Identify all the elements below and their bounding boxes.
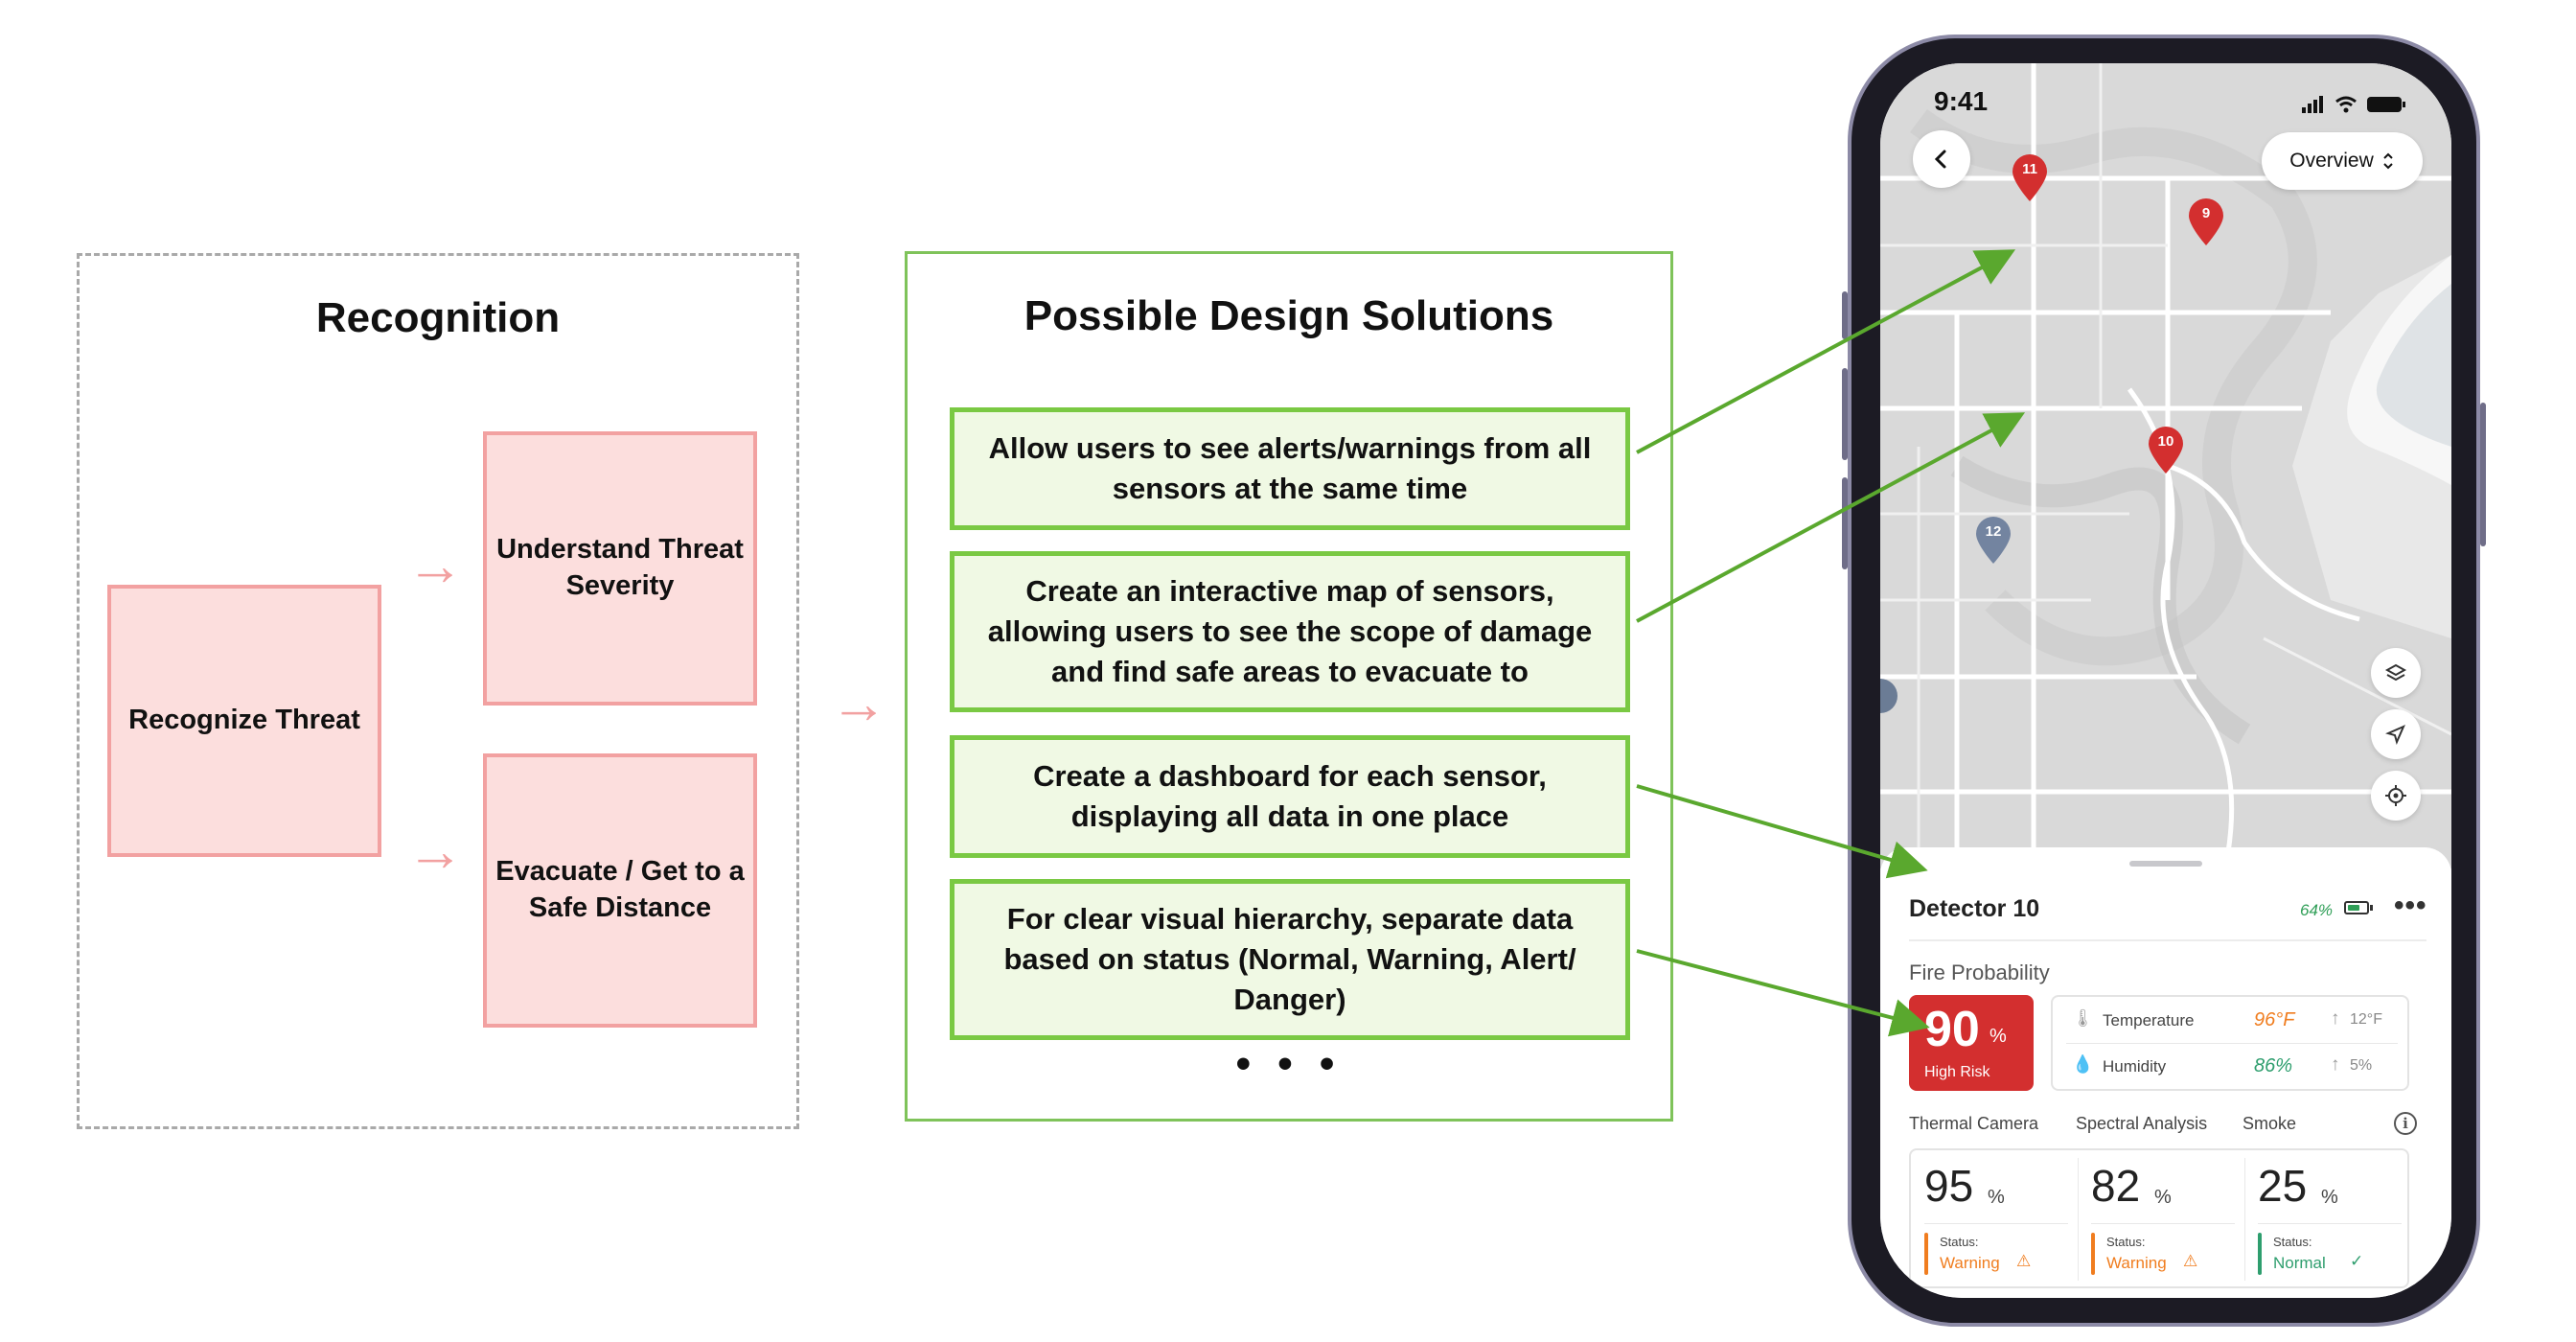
divider bbox=[2091, 1223, 2235, 1224]
solution-item: Create an interactive map of sensors, al… bbox=[950, 551, 1630, 712]
battery-icon bbox=[2344, 901, 2369, 914]
solution-item: Allow users to see alerts/warnings from … bbox=[950, 407, 1630, 530]
thermometer-icon: 🌡 bbox=[2072, 1008, 2094, 1028]
humidity-row: 💧 Humidity 86% ↑ 5% bbox=[2053, 1043, 2407, 1089]
environment-card: 🌡 Temperature 96°F ↑ 12°F 💧 Humidity 86%… bbox=[2051, 995, 2409, 1091]
navigation-arrow-icon bbox=[2385, 725, 2405, 745]
detector-sheet: Detector 10 64% ••• Fire Probability 90 … bbox=[1880, 847, 2451, 1298]
divider bbox=[2078, 1158, 2079, 1281]
status-bar bbox=[1924, 1233, 1928, 1275]
fire-probability-value: 90 bbox=[1924, 1002, 1980, 1057]
navigate-button[interactable] bbox=[2371, 709, 2421, 759]
status-value: Warning bbox=[2106, 1254, 2167, 1272]
recognition-panel: Recognition bbox=[77, 253, 799, 1129]
metric-unit: % bbox=[1988, 1187, 2005, 1208]
status-label: Status: bbox=[1940, 1235, 1979, 1249]
fire-probability-unit: % bbox=[1990, 1026, 2007, 1047]
arrow-up-icon: ↑ bbox=[2331, 1008, 2340, 1029]
arrow-right-icon: → bbox=[406, 533, 464, 597]
status-value: Normal bbox=[2273, 1254, 2326, 1272]
sensor-pin-10[interactable]: 10 bbox=[2147, 426, 2185, 475]
recognition-title: Recognition bbox=[315, 294, 561, 341]
back-button[interactable] bbox=[1913, 130, 1970, 188]
battery-tip bbox=[2370, 905, 2373, 911]
metric-unit: % bbox=[2154, 1187, 2172, 1208]
layers-button[interactable] bbox=[2371, 648, 2421, 698]
metric-header-thermal: Thermal Camera bbox=[1909, 1114, 2039, 1133]
temperature-label: Temperature bbox=[2103, 1011, 2195, 1030]
metric-header-smoke: Smoke bbox=[2242, 1114, 2297, 1133]
status-icons bbox=[2302, 96, 2405, 113]
status-label: Status: bbox=[2106, 1235, 2146, 1249]
status-time: 9:41 bbox=[1934, 86, 1989, 116]
detector-title: Detector 10 bbox=[1909, 895, 2040, 922]
solution-item: Create a dashboard for each sensor, disp… bbox=[950, 735, 1630, 858]
map-pin-icon bbox=[2189, 198, 2223, 245]
droplet-icon: 💧 bbox=[2072, 1054, 2094, 1074]
temperature-value: 96°F bbox=[2254, 1009, 2295, 1030]
chevron-left-icon bbox=[1934, 150, 1946, 169]
crosshair-icon bbox=[2385, 785, 2406, 806]
solutions-panel: Possible Design Solutions Allow users to… bbox=[905, 251, 1673, 1122]
status-bar bbox=[2258, 1233, 2262, 1275]
overview-label: Overview bbox=[2289, 150, 2374, 172]
map-pin-icon bbox=[2149, 427, 2183, 474]
arrow-right-icon: → bbox=[830, 671, 887, 735]
more-options-icon[interactable]: ••• bbox=[2394, 890, 2427, 921]
check-icon: ✓ bbox=[2350, 1252, 2364, 1270]
info-icon[interactable]: i bbox=[2394, 1112, 2417, 1135]
chevron-updown-icon bbox=[2383, 152, 2393, 170]
sensor-pin-9[interactable]: 9 bbox=[2187, 197, 2225, 247]
sheet-handle[interactable] bbox=[2129, 861, 2202, 867]
risk-level: High Risk bbox=[1924, 1064, 1990, 1080]
understand-threat-box: Understand Threat Severity bbox=[483, 431, 757, 706]
map-pin-icon bbox=[2012, 154, 2047, 201]
metric-thermal: 95 % Status: Warning ⚠ bbox=[1911, 1150, 2078, 1286]
warning-icon: ⚠ bbox=[2016, 1252, 2032, 1270]
ellipsis: • • • bbox=[1235, 1040, 1343, 1087]
solutions-title: Possible Design Solutions bbox=[1024, 292, 1554, 339]
status-label: Status: bbox=[2273, 1235, 2312, 1249]
metric-value: 95 bbox=[1924, 1161, 1974, 1211]
mute-switch bbox=[1842, 291, 1848, 339]
status-value: Warning bbox=[1940, 1254, 2000, 1272]
metric-header-spectral: Spectral Analysis bbox=[2076, 1114, 2208, 1133]
battery-percent: 64% bbox=[2300, 901, 2334, 919]
volume-up-button bbox=[1842, 368, 1848, 460]
divider bbox=[1909, 939, 2426, 941]
overview-dropdown[interactable]: Overview bbox=[2262, 132, 2423, 190]
locate-button[interactable] bbox=[2371, 771, 2421, 821]
layers-icon bbox=[2384, 663, 2407, 682]
fire-probability-label: Fire Probability bbox=[1909, 960, 2050, 984]
metric-smoke: 25 % Status: Normal ✓ bbox=[2244, 1150, 2411, 1286]
power-button bbox=[2480, 403, 2486, 546]
phone-screen: 9:41 Overview 11 9 bbox=[1880, 63, 2451, 1298]
sensor-pin-11[interactable]: 11 bbox=[2011, 153, 2049, 203]
arrow-up-icon: ↑ bbox=[2331, 1054, 2340, 1075]
divider bbox=[2244, 1158, 2245, 1281]
temperature-delta: 12°F bbox=[2350, 1011, 2382, 1028]
humidity-delta: 5% bbox=[2350, 1057, 2373, 1074]
volume-down-button bbox=[1842, 477, 1848, 569]
solution-item: For clear visual hierarchy, separate dat… bbox=[950, 879, 1630, 1040]
status-bar bbox=[2091, 1233, 2095, 1275]
temperature-row: 🌡 Temperature 96°F ↑ 12°F bbox=[2053, 997, 2407, 1043]
metric-unit: % bbox=[2321, 1187, 2338, 1208]
arrow-right-icon: → bbox=[406, 819, 464, 883]
fire-probability-card: 90 % High Risk bbox=[1909, 995, 2034, 1091]
sensor-pin-12[interactable]: 12 bbox=[1974, 516, 2012, 566]
divider bbox=[1924, 1223, 2068, 1224]
divider bbox=[2258, 1223, 2402, 1224]
humidity-value: 86% bbox=[2254, 1055, 2293, 1076]
humidity-label: Humidity bbox=[2103, 1057, 2167, 1076]
recognize-threat-box: Recognize Threat bbox=[107, 585, 381, 857]
metric-value: 82 bbox=[2091, 1161, 2141, 1211]
metrics-card: 95 % Status: Warning ⚠ 82 % Status: Warn… bbox=[1909, 1148, 2409, 1288]
divider bbox=[2066, 1043, 2398, 1044]
evacuate-box: Evacuate / Get to a Safe Distance bbox=[483, 753, 757, 1028]
warning-icon: ⚠ bbox=[2183, 1252, 2198, 1270]
metric-spectral: 82 % Status: Warning ⚠ bbox=[2078, 1150, 2244, 1286]
metric-value: 25 bbox=[2258, 1161, 2308, 1211]
